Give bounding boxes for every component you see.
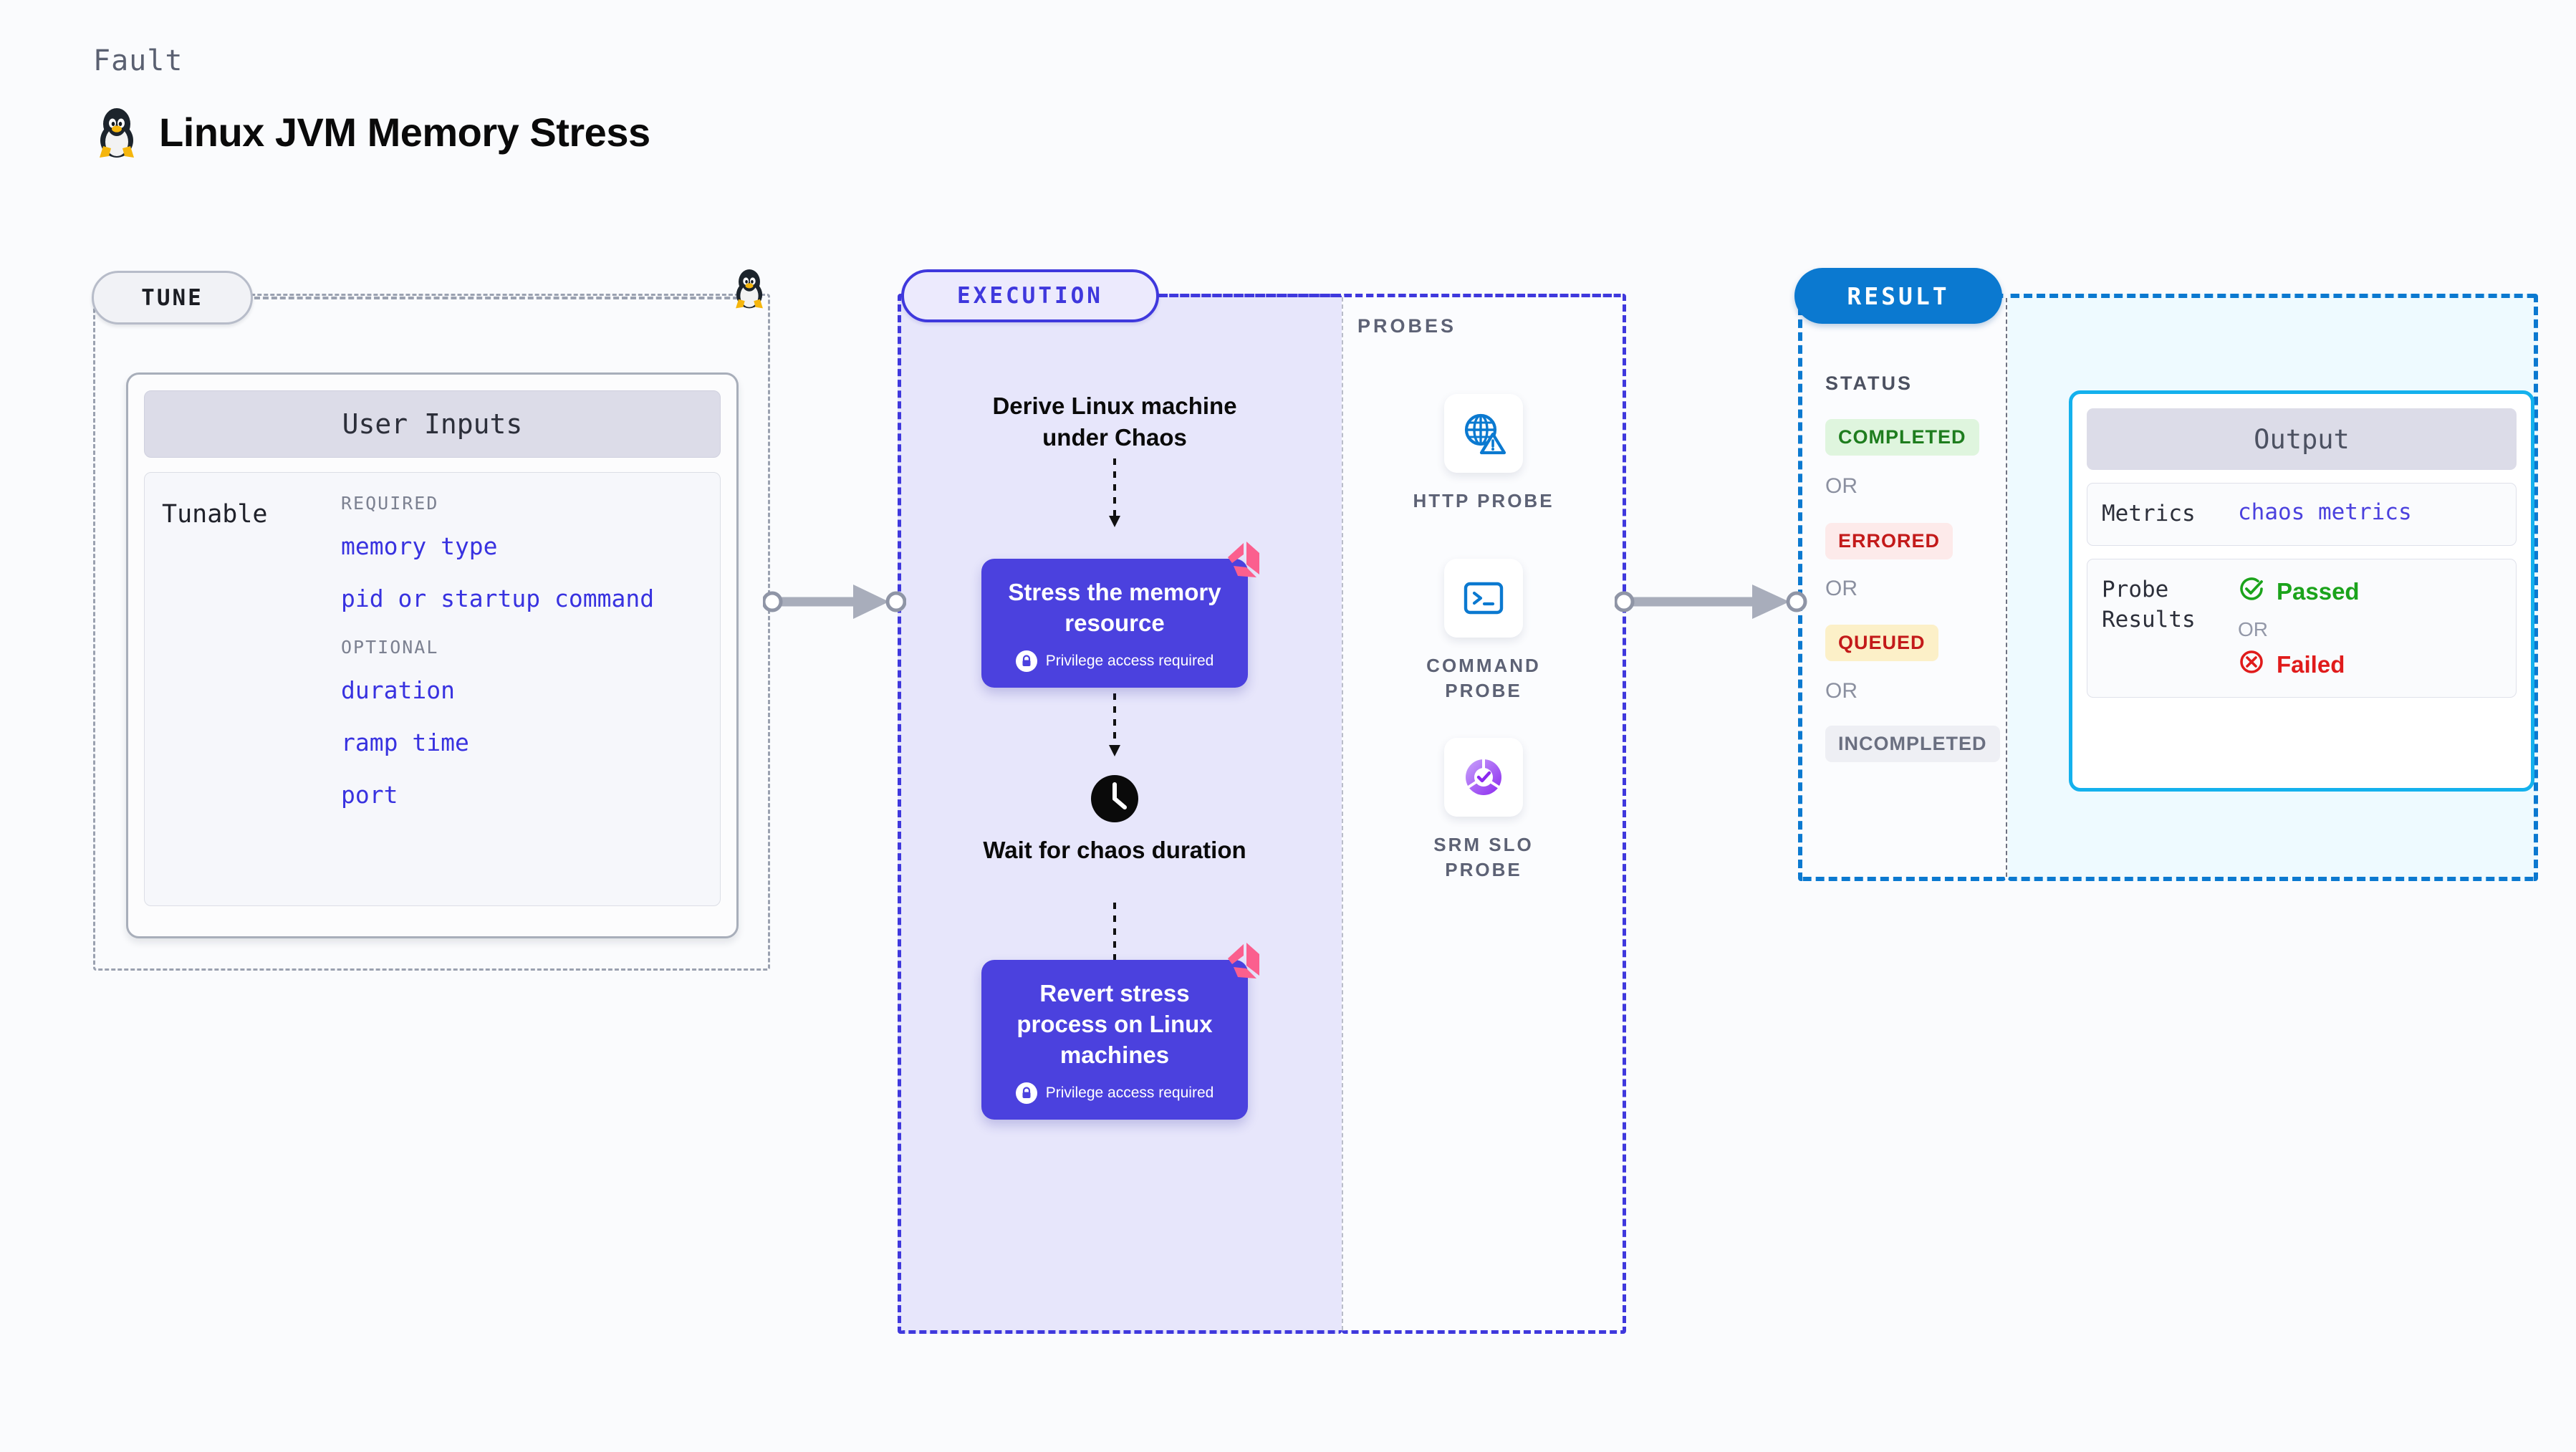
globe-warning-icon xyxy=(1444,394,1523,473)
flow-step-derive: Derive Linux machine under Chaos xyxy=(992,393,1237,451)
status-or: OR xyxy=(1825,679,1857,703)
tune-connector-line xyxy=(254,297,756,299)
probe-results-label: Probe Results xyxy=(2102,576,2196,633)
probe-srm-slo[interactable]: SRM SLO PROBE xyxy=(1398,738,1570,883)
flow-card-stress[interactable]: Stress the memory resource Privilege acc… xyxy=(981,542,1259,688)
probe-http[interactable]: HTTP PROBE xyxy=(1398,394,1570,514)
probe-result-or: OR xyxy=(2238,617,2268,640)
slo-donut-check-icon xyxy=(1444,738,1523,817)
tunable-list: REQUIRED memory type pid or startup comm… xyxy=(341,493,703,885)
output-header: Output xyxy=(2087,408,2517,470)
tunable-item[interactable]: port xyxy=(341,781,398,809)
status-section-label: STATUS xyxy=(1825,372,1913,394)
result-divider xyxy=(2006,298,2007,877)
privilege-note-text: Privilege access required xyxy=(1045,1084,1214,1101)
metrics-row: Metrics chaos metrics xyxy=(2087,483,2517,546)
probes-divider xyxy=(1342,297,1343,1330)
failed-label: Failed xyxy=(2277,650,2345,678)
eyebrow-label: Fault xyxy=(93,44,183,77)
result-badge[interactable]: RESULT xyxy=(1794,268,2002,324)
tunable-item[interactable]: duration xyxy=(341,676,455,704)
flow-arrow xyxy=(1104,681,1125,763)
tunable-item[interactable]: pid or startup command xyxy=(341,585,655,612)
flow-card-title: Stress the memory resource xyxy=(1008,579,1221,636)
tux-penguin-icon xyxy=(731,266,768,309)
privilege-note-text: Privilege access required xyxy=(1045,652,1214,669)
flow-arrow xyxy=(1104,458,1125,534)
litmus-chaos-mark-icon xyxy=(1222,540,1264,584)
privilege-note: Privilege access required xyxy=(996,1082,1234,1104)
passed-label: Passed xyxy=(2277,577,2360,605)
group-label-optional: OPTIONAL xyxy=(341,637,439,658)
probe-command[interactable]: COMMAND PROBE xyxy=(1398,559,1570,703)
terminal-icon xyxy=(1444,559,1523,638)
page-title: Linux JVM Memory Stress xyxy=(159,109,650,155)
tunable-label: Tunable xyxy=(162,500,268,529)
tunable-item[interactable]: memory type xyxy=(341,532,498,560)
probe-results-row: Probe Results Passed OR xyxy=(2087,558,2517,698)
probe-label: COMMAND PROBE xyxy=(1426,655,1541,702)
connector-execution-to-result xyxy=(1613,580,1808,627)
probe-result-failed: Failed xyxy=(2238,648,2501,681)
status-badge-completed: COMPLETED xyxy=(1825,419,1979,456)
group-label-required: REQUIRED xyxy=(341,493,439,514)
clock-icon xyxy=(1086,770,1143,831)
status-or: OR xyxy=(1825,474,1857,498)
output-card: Output Metrics chaos metrics Probe Resul… xyxy=(2069,390,2534,792)
flow-step-wait: Wait for chaos duration xyxy=(983,837,1246,863)
tunable-section: Tunable REQUIRED memory type pid or star… xyxy=(144,472,721,906)
litmus-chaos-mark-icon xyxy=(1222,941,1264,985)
flow-card-revert[interactable]: Revert stress process on Linux machines … xyxy=(981,943,1259,1120)
tunable-item[interactable]: ramp time xyxy=(341,729,469,756)
check-circle-icon xyxy=(2238,575,2265,608)
status-or: OR xyxy=(1825,577,1857,600)
privilege-note: Privilege access required xyxy=(996,650,1234,672)
lock-icon xyxy=(1015,1082,1037,1104)
tune-badge[interactable]: TUNE xyxy=(92,271,253,324)
probe-label: SRM SLO PROBE xyxy=(1433,834,1534,881)
execution-badge[interactable]: EXECUTION xyxy=(901,269,1159,322)
status-badge-errored: ERRORED xyxy=(1825,523,1953,559)
metrics-value[interactable]: chaos metrics xyxy=(2238,499,2412,525)
user-inputs-header: User Inputs xyxy=(144,390,721,458)
page-header: Fault Linux JVM Memory Stress xyxy=(93,44,650,159)
status-badge-queued: QUEUED xyxy=(1825,625,1938,661)
title-row: Linux JVM Memory Stress xyxy=(93,105,650,159)
probe-label: HTTP PROBE xyxy=(1413,490,1554,511)
x-circle-icon xyxy=(2238,648,2265,681)
flow-card-title: Revert stress process on Linux machines xyxy=(1017,980,1213,1068)
status-badge-incompleted: INCOMPLETED xyxy=(1825,726,2000,762)
lock-icon xyxy=(1015,650,1037,672)
metrics-label: Metrics xyxy=(2102,501,2196,527)
probes-section-label: PROBES xyxy=(1357,315,1457,337)
result-panel xyxy=(1798,294,2006,881)
execution-top-dash xyxy=(1160,294,1612,297)
connector-tune-to-execution xyxy=(761,580,907,627)
tux-penguin-icon xyxy=(93,105,140,159)
tune-panel xyxy=(93,294,770,971)
user-inputs-card: User Inputs Tunable REQUIRED memory type… xyxy=(126,372,739,938)
probe-result-passed: Passed xyxy=(2238,575,2501,608)
